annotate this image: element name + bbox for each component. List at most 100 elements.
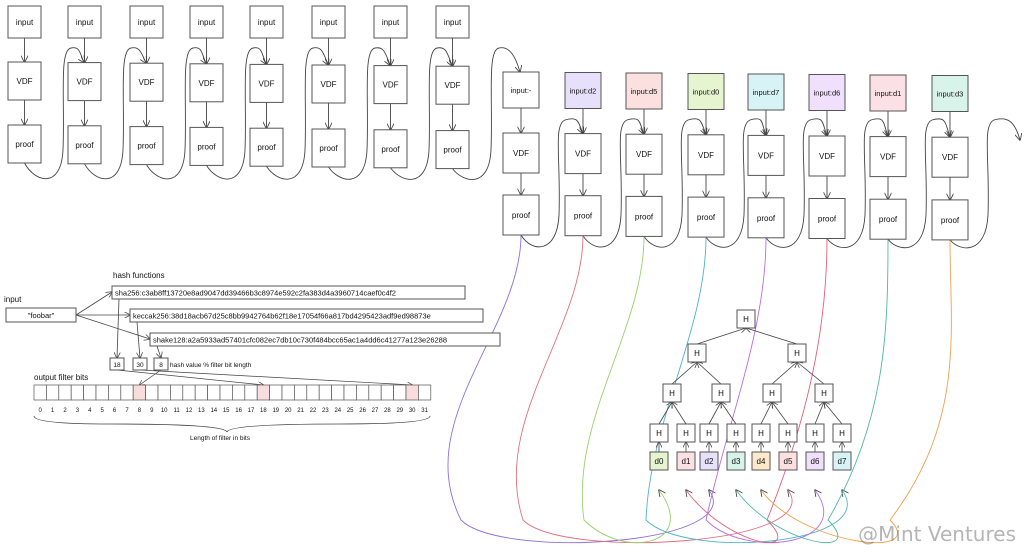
leaf-node-d3-label: d3 xyxy=(732,457,741,466)
filter-bit-12 xyxy=(182,384,196,401)
tree-edge xyxy=(814,402,824,425)
bottom-vdf-box-rect xyxy=(564,133,602,175)
top-input-box: input xyxy=(311,5,346,39)
filter-bit-6 xyxy=(108,384,122,401)
top-input-box-rect xyxy=(311,5,346,39)
top-input-box-label: input xyxy=(138,18,156,27)
output-filter-bits-label: output filter bits xyxy=(34,373,88,382)
proof-to-leaf-link xyxy=(581,236,671,544)
bottom-vdf-box: VDF xyxy=(869,136,907,178)
bottom-vdf-box: VDF xyxy=(625,133,663,175)
proof-to-leaf-link xyxy=(645,237,847,544)
hash-box-1: keccak256:38d18acb67d25c8bb9942764b62f18… xyxy=(129,308,484,323)
top-proof-box: proof xyxy=(129,126,164,166)
bit-index-label: 25 xyxy=(347,408,354,414)
hash-node: H xyxy=(676,423,696,443)
bit-index-label: 30 xyxy=(409,408,416,414)
bit-index-label: 6 xyxy=(113,408,117,414)
chain-link-curve xyxy=(390,47,453,180)
leaf-node-d6: d6 xyxy=(805,451,825,471)
hash-node: H xyxy=(762,383,782,403)
hash-node-label: H xyxy=(733,429,739,438)
bit-index-label: 22 xyxy=(310,408,317,414)
filter-bit-29 xyxy=(393,384,407,401)
bottom-input-box-label: input:d6 xyxy=(814,89,841,98)
bottom-vdf-box-label: VDF xyxy=(819,152,835,161)
hash-node-label: H xyxy=(758,429,764,438)
bottom-vdf-box-label: VDF xyxy=(575,150,591,159)
chain-link-curve xyxy=(705,118,766,248)
top-input-box-rect xyxy=(249,5,284,39)
mod-value-box-label: 30 xyxy=(136,362,144,369)
bit-index-label: 8 xyxy=(138,408,142,414)
hash-node-label: H xyxy=(821,389,827,398)
tree-edge xyxy=(797,362,825,385)
bottom-input-box-rect xyxy=(687,73,725,110)
hash-node-rect xyxy=(832,423,852,443)
bit-index-label: 3 xyxy=(76,408,80,414)
top-proof-box-rect xyxy=(373,129,408,169)
top-proof-box-rect xyxy=(189,126,224,166)
top-input-box-rect xyxy=(373,5,408,39)
filter-bit-16 xyxy=(232,384,246,401)
bottom-proof-box: proof xyxy=(931,199,969,241)
bottom-proof-box-label: proof xyxy=(697,213,716,222)
bit-index-label: 16 xyxy=(235,408,242,414)
leaf-node-d0-label: d0 xyxy=(655,457,664,466)
bottom-vdf-box-label: VDF xyxy=(636,150,652,159)
top-vdf-box-rect xyxy=(435,65,470,105)
bottom-proof-box-label: proof xyxy=(879,215,898,224)
filter-length-label: Length of filter in bits xyxy=(190,435,251,442)
top-proof-box: proof xyxy=(311,128,346,168)
top-input-box-label: input xyxy=(258,18,276,27)
top-vdf-box-label: VDF xyxy=(383,81,399,90)
top-vdf-box-label: VDF xyxy=(77,78,93,87)
bit-index-label: 10 xyxy=(161,408,168,414)
bottom-vdf-box-label: VDF xyxy=(513,149,529,158)
bottom-input-box: input:d1 xyxy=(869,74,907,112)
bottom-proof-box-rect xyxy=(687,196,725,238)
bit-index-label: 21 xyxy=(297,408,304,414)
tree-edge xyxy=(824,402,843,425)
bottom-vdf-box-rect xyxy=(747,134,785,176)
bit-index-label: 19 xyxy=(272,408,279,414)
mod-value-box-rect xyxy=(153,357,169,371)
leaf-node-d3-rect xyxy=(726,451,746,471)
leaf-node-d2-label: d2 xyxy=(705,457,714,466)
bottom-vdf-box-rect xyxy=(869,136,907,178)
bottom-proof-box: proof xyxy=(502,194,540,236)
hash-node-label: H xyxy=(694,349,700,358)
top-vdf-box-rect xyxy=(373,65,408,105)
top-input-box: input xyxy=(249,5,284,39)
top-input-box-label: input xyxy=(444,18,462,27)
bloom-input-label: input xyxy=(4,295,22,304)
bit-index-label: 31 xyxy=(421,408,428,414)
filter-bit-15 xyxy=(219,384,233,401)
hash-box-0: sha256:c3ab8ff13720e8ad9047dd39466b3c897… xyxy=(111,285,466,300)
bottom-input-box: input:d2 xyxy=(564,72,602,109)
top-proof-box: proof xyxy=(67,125,102,165)
tree-edge xyxy=(772,402,789,425)
foobar-input-box-label: "foobar" xyxy=(28,311,55,320)
filter-bit-18 xyxy=(256,384,270,401)
leaf-node-d6-label: d6 xyxy=(811,457,820,466)
top-proof-box: proof xyxy=(373,129,408,169)
top-proof-box-label: proof xyxy=(137,142,156,151)
hash-box-2-rect xyxy=(149,332,501,347)
hash-to-mod-arrow xyxy=(157,345,161,358)
leaf-node-d3: d3 xyxy=(726,451,746,471)
tree-edge xyxy=(696,328,746,345)
bottom-proof-box: proof xyxy=(747,197,785,239)
top-vdf-box-label: VDF xyxy=(445,81,461,90)
top-vdf-box: VDF xyxy=(7,61,42,101)
bottom-input-box-rect xyxy=(564,72,602,109)
top-vdf-box: VDF xyxy=(311,64,346,104)
bit-index-label: 5 xyxy=(101,408,105,414)
proof-to-leaf-link xyxy=(447,234,713,544)
filter-bit-20 xyxy=(281,384,295,401)
filter-bit-31 xyxy=(418,384,432,401)
bottom-vdf-box-rect xyxy=(687,134,725,176)
chain-link-curve xyxy=(206,47,267,180)
hash-box-1-label: keccak256:38d18acb67d25c8bb9942764b62f18… xyxy=(133,312,431,321)
top-input-box: input xyxy=(189,5,224,39)
